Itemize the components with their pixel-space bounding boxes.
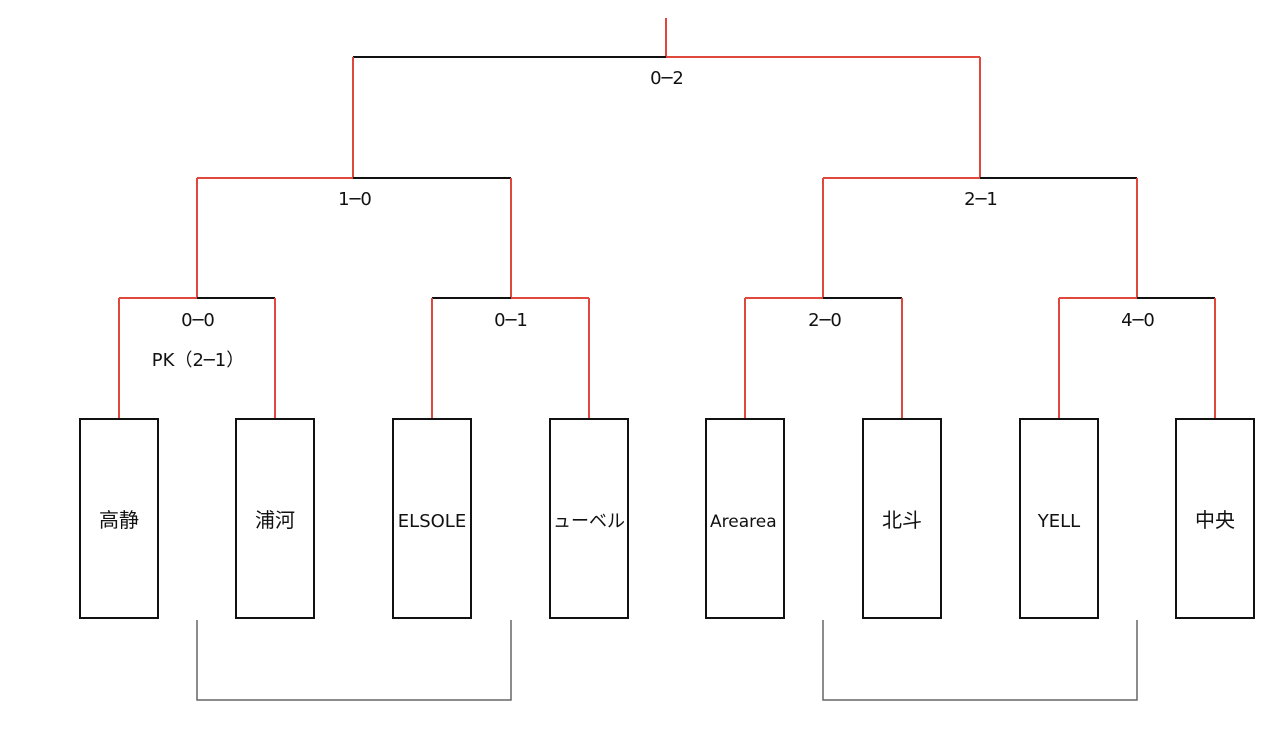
team-box-8: 中央 — [1175, 418, 1255, 619]
team-box-3: ELSOLE — [392, 418, 472, 619]
team-box-6: 北斗 — [862, 418, 942, 619]
qf2-score: 0─1 — [494, 310, 528, 331]
placement-line-left — [196, 620, 512, 701]
qf1-pk-score: PK（2─1） — [152, 350, 244, 371]
placement-lines — [196, 620, 1138, 701]
qf1-score: 0─0 — [181, 310, 215, 331]
qf4-score: 4─0 — [1121, 310, 1155, 331]
team-name: 北斗 — [882, 508, 922, 532]
team-box-1: 高静 — [79, 418, 159, 619]
placement-line-right — [822, 620, 1138, 701]
team-name: ELSOLE — [398, 511, 466, 532]
team-name: Arearea — [710, 512, 777, 532]
bracket-lines — [118, 18, 1216, 418]
team-box-5: Arearea — [705, 418, 785, 619]
sf2-score: 2─1 — [964, 189, 998, 210]
team-name: YELL — [1037, 511, 1080, 532]
team-name: 浦河 — [255, 508, 295, 532]
sf1-score: 1─0 — [338, 189, 372, 210]
team-box-4: ューベル — [549, 418, 629, 619]
qf3-score: 2─0 — [808, 310, 842, 331]
team-box-7: YELL — [1019, 418, 1099, 619]
team-name: ューベル — [553, 511, 625, 532]
final-score: 0─2 — [650, 68, 684, 89]
team-name: 高静 — [99, 508, 139, 532]
team-name: 中央 — [1195, 508, 1235, 532]
team-box-2: 浦河 — [235, 418, 315, 619]
